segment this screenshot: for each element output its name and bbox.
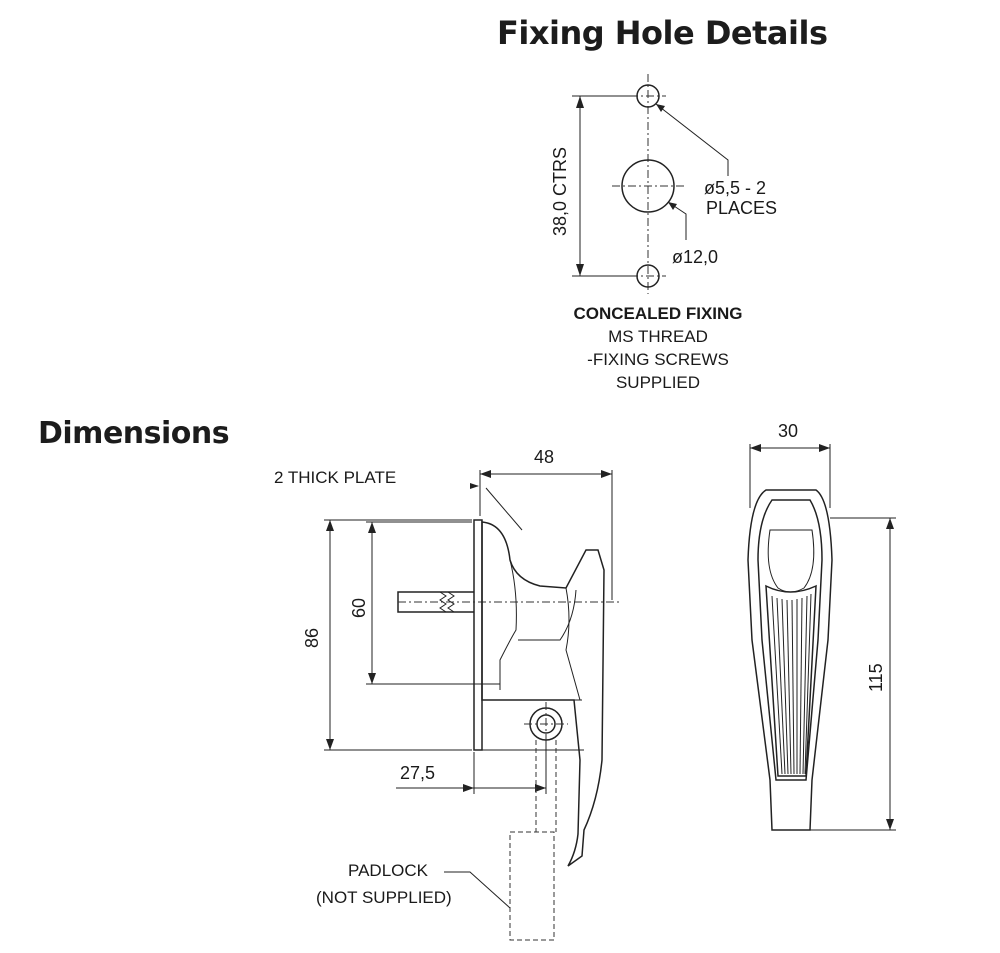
height-86-label: 86 bbox=[302, 628, 322, 648]
arrow-86-bottom bbox=[326, 739, 334, 750]
arrow-30-right bbox=[819, 444, 830, 452]
handle-front-inner bbox=[757, 499, 823, 781]
grip-panel bbox=[765, 584, 817, 777]
arrow-86-top bbox=[326, 520, 334, 531]
small-hole-leader bbox=[655, 103, 729, 176]
arrow-down bbox=[576, 264, 584, 276]
handle-front-outline bbox=[747, 489, 833, 831]
offset-27-label: 27,5 bbox=[400, 763, 435, 783]
plate-thickness-label: 2 THICK PLATE bbox=[274, 468, 396, 487]
arrow-115-bottom bbox=[886, 819, 894, 830]
plate-arrow-head bbox=[470, 483, 479, 489]
plate-leader bbox=[485, 487, 523, 531]
neck-contour bbox=[518, 589, 577, 641]
supplied-label: SUPPLIED bbox=[615, 373, 701, 392]
grip-ribs bbox=[771, 593, 812, 775]
large-hole-leader bbox=[667, 201, 687, 240]
height-60-label: 60 bbox=[349, 598, 369, 618]
thumb-recess bbox=[767, 529, 815, 593]
concealed-fixing-note: CONCEALED FIXING MS THREAD -FIXING SCREW… bbox=[540, 302, 776, 394]
rose-contour bbox=[499, 559, 517, 690]
padlock-label: PADLOCK bbox=[348, 861, 429, 880]
handle-side-view: 48 2 THICK PLATE 86 60 bbox=[274, 447, 622, 941]
handle-body bbox=[481, 521, 605, 867]
padlock-leader bbox=[444, 871, 511, 909]
concealed-fixing-title: CONCEALED FIXING bbox=[573, 304, 743, 323]
padlock-not-supplied-label: (NOT SUPPLIED) bbox=[316, 888, 452, 907]
arrow-27 bbox=[463, 784, 474, 792]
arrow-115-top bbox=[886, 518, 894, 529]
bottom-fixing-hole bbox=[636, 264, 660, 288]
handle-front-view: 30 115 bbox=[747, 421, 896, 831]
fixing-hole-details-heading: Fixing Hole Details bbox=[497, 14, 828, 52]
large-hole-leader-arrow bbox=[668, 202, 677, 210]
dimensions-heading: Dimensions bbox=[38, 416, 230, 451]
small-hole-places-label: PLACES bbox=[706, 198, 777, 218]
fixing-screws-label: -FIXING SCREWS bbox=[587, 350, 729, 369]
fixing-hole-diagram: 38,0 CTRS ø5,5 - 2 PLACES ø12,0 bbox=[550, 74, 777, 294]
small-hole-label: ø5,5 - 2 bbox=[704, 178, 766, 198]
arrow-30-left bbox=[750, 444, 761, 452]
centres-label: 38,0 CTRS bbox=[550, 147, 570, 236]
large-hole-label: ø12,0 bbox=[672, 247, 718, 267]
arrow-48-left bbox=[480, 470, 491, 478]
centre-hole bbox=[621, 159, 675, 213]
arrow-27-right bbox=[535, 784, 546, 792]
small-hole-leader-arrow bbox=[656, 104, 665, 112]
lever-contour bbox=[565, 587, 581, 701]
arrow-60-bottom bbox=[368, 673, 376, 684]
mounting-plate bbox=[473, 519, 483, 751]
depth-48-label: 48 bbox=[534, 447, 554, 467]
width-30-label: 30 bbox=[778, 421, 798, 441]
arrow-48-right bbox=[601, 470, 612, 478]
arrow-up bbox=[576, 96, 584, 108]
arrow-60-top bbox=[368, 522, 376, 533]
ms-thread-label: MS THREAD bbox=[608, 327, 708, 346]
padlock-body bbox=[509, 831, 555, 941]
length-115-label: 115 bbox=[866, 663, 886, 692]
top-fixing-hole bbox=[636, 84, 660, 108]
